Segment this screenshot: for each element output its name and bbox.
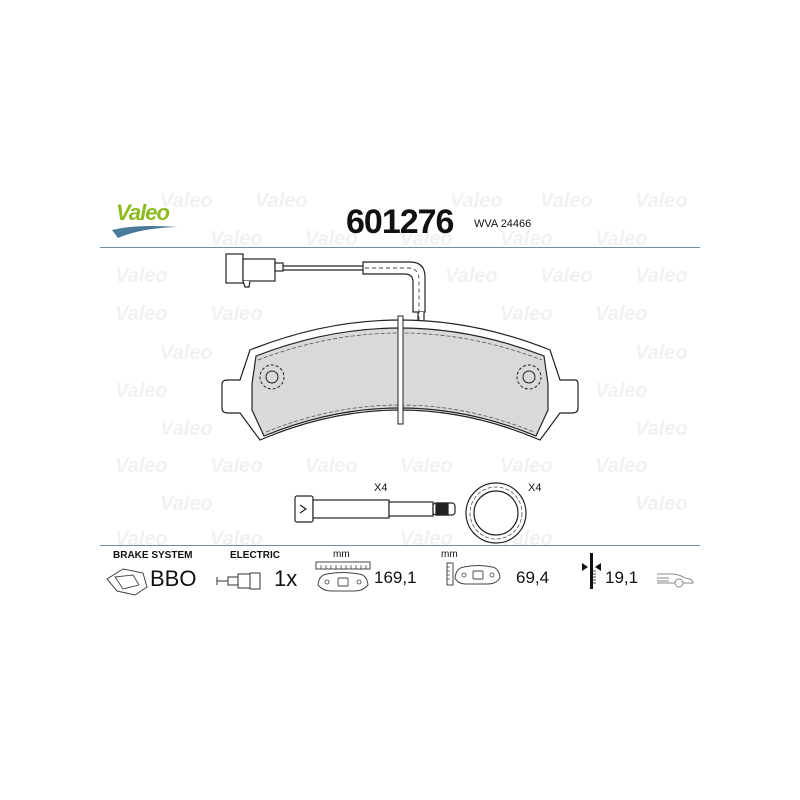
height-value: 69,4: [516, 568, 550, 587]
thickness-value: 19,1: [605, 568, 639, 587]
ring-quantity: X4: [528, 482, 542, 494]
pad-width-icon: [315, 561, 371, 592]
wva-number: WVA 24466: [474, 218, 532, 230]
brake-system-value: BBO: [150, 566, 197, 591]
width-unit: mm: [333, 549, 350, 560]
valeo-logo: Valeo: [112, 200, 186, 240]
electric-value: 1x: [274, 566, 298, 591]
height-unit: mm: [441, 549, 458, 560]
part-number: 601276: [346, 203, 454, 241]
front-axle-car-icon: [657, 573, 694, 588]
electric-label: ELECTRIC: [230, 550, 280, 561]
thickness-icon: [582, 553, 601, 589]
sleeve-ring-icon: [465, 482, 527, 544]
brake-pad-drawing: [221, 253, 579, 441]
brake-system-label: BRAKE SYSTEM: [113, 550, 193, 561]
specs-divider: [100, 545, 700, 546]
header-divider: [100, 247, 700, 248]
wear-sensor-icon: [216, 572, 261, 590]
guide-bolt-icon: [294, 495, 456, 523]
logo-swoosh-icon: [112, 226, 178, 238]
brand-name: Valeo: [116, 200, 170, 225]
screw-quantity: X4: [374, 482, 388, 494]
width-value: 169,1: [374, 568, 417, 587]
brake-caliper-icon: [106, 568, 148, 596]
pad-height-icon: [446, 562, 501, 586]
